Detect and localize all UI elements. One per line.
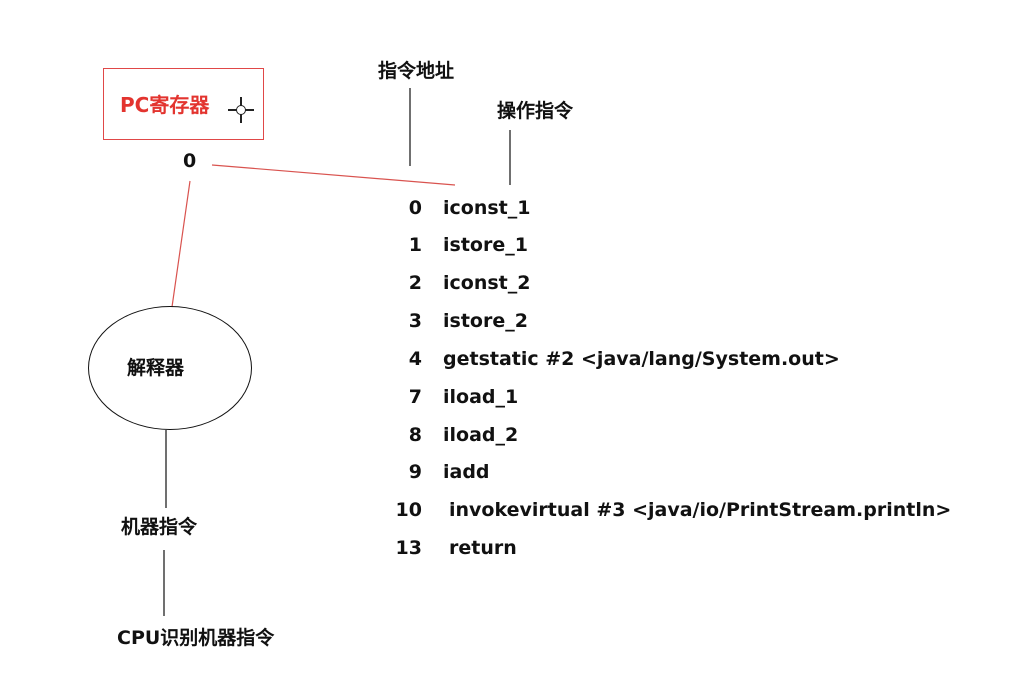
instruction-address: 7 bbox=[408, 386, 422, 408]
machine-instruction-label: 机器指令 bbox=[121, 516, 198, 538]
instruction-opcode: istore_1 bbox=[443, 234, 528, 256]
instruction-opcode: istore_2 bbox=[443, 310, 528, 332]
instruction-row: 7 iload_1 bbox=[0, 384, 1010, 410]
instruction-row: 10 invokevirtual #3 <java/io/PrintStream… bbox=[0, 497, 1010, 523]
pc-to-instruction-line bbox=[211, 164, 456, 186]
instruction-address: 13 bbox=[395, 537, 422, 559]
instruction-opcode: iconst_1 bbox=[443, 197, 531, 219]
instruction-address: 8 bbox=[408, 424, 422, 446]
instruction-address: 9 bbox=[408, 461, 422, 483]
instruction-row: 4 getstatic #2 <java/lang/System.out> bbox=[0, 346, 1010, 372]
instruction-row: 3 istore_2 bbox=[0, 308, 1010, 334]
instruction-row: 13 return bbox=[0, 535, 1010, 561]
instruction-opcode: iload_2 bbox=[443, 424, 519, 446]
instruction-address: 1 bbox=[408, 234, 422, 256]
instruction-opcode: iconst_2 bbox=[443, 272, 531, 294]
instruction-row: 1 istore_1 bbox=[0, 232, 1010, 258]
crosshair-icon bbox=[228, 97, 254, 123]
operation-header: 操作指令 bbox=[497, 100, 574, 122]
instruction-row: 0 iconst_1 bbox=[0, 195, 1010, 221]
instruction-opcode: invokevirtual #3 <java/io/PrintStream.pr… bbox=[449, 499, 952, 521]
instruction-opcode: iadd bbox=[443, 461, 490, 483]
cpu-label: CPU识别机器指令 bbox=[117, 627, 275, 649]
address-header: 指令地址 bbox=[378, 60, 455, 82]
instruction-row: 8 iload_2 bbox=[0, 422, 1010, 448]
instruction-address: 3 bbox=[408, 310, 422, 332]
instruction-address: 0 bbox=[408, 197, 422, 219]
instruction-opcode: iload_1 bbox=[443, 386, 519, 408]
instruction-opcode: getstatic #2 <java/lang/System.out> bbox=[443, 348, 840, 370]
pc-register-title: PC寄存器 bbox=[120, 93, 210, 117]
pc-to-interpreter-line bbox=[171, 180, 191, 308]
instruction-address: 10 bbox=[395, 499, 422, 521]
instruction-opcode: return bbox=[449, 537, 517, 559]
interpreter-ellipse bbox=[88, 306, 252, 430]
instruction-address: 2 bbox=[408, 272, 422, 294]
instruction-row: 9 iadd bbox=[0, 459, 1010, 485]
pc-register-value: 0 bbox=[183, 150, 197, 172]
interpreter-label: 解释器 bbox=[127, 357, 185, 379]
instruction-row: 2 iconst_2 bbox=[0, 270, 1010, 296]
instruction-address: 4 bbox=[408, 348, 422, 370]
pc-register-box: PC寄存器 bbox=[103, 68, 264, 140]
